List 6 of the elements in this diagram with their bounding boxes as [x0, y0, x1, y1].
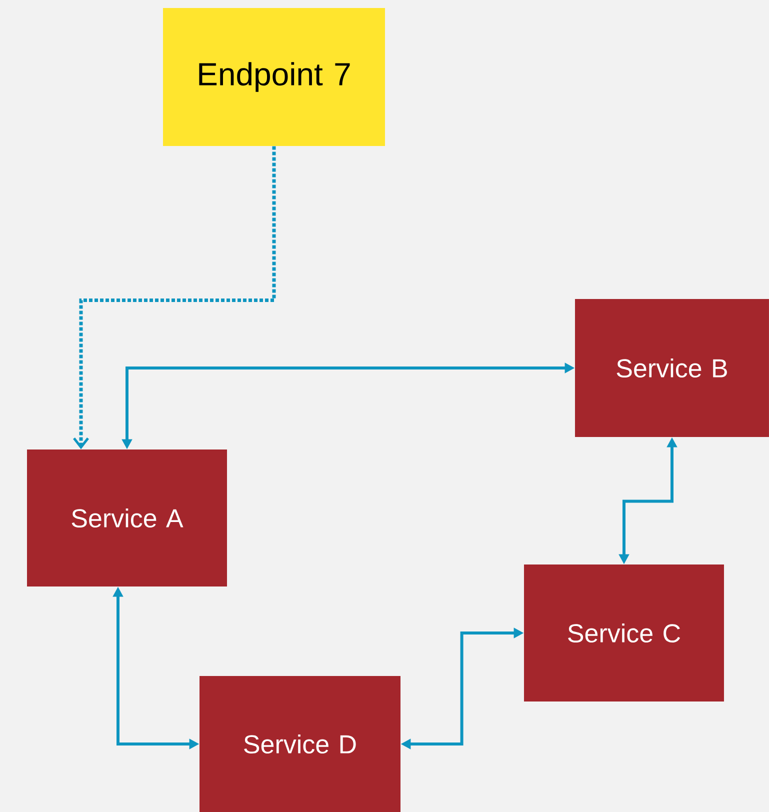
service-box: Service A	[27, 450, 227, 586]
endpoint-box: Endpoint 7	[163, 8, 385, 146]
connector-arrow	[73, 146, 276, 450]
service-box: Service C	[524, 564, 724, 702]
service-box: Service D	[200, 676, 400, 812]
service-box: Service B	[575, 299, 769, 437]
